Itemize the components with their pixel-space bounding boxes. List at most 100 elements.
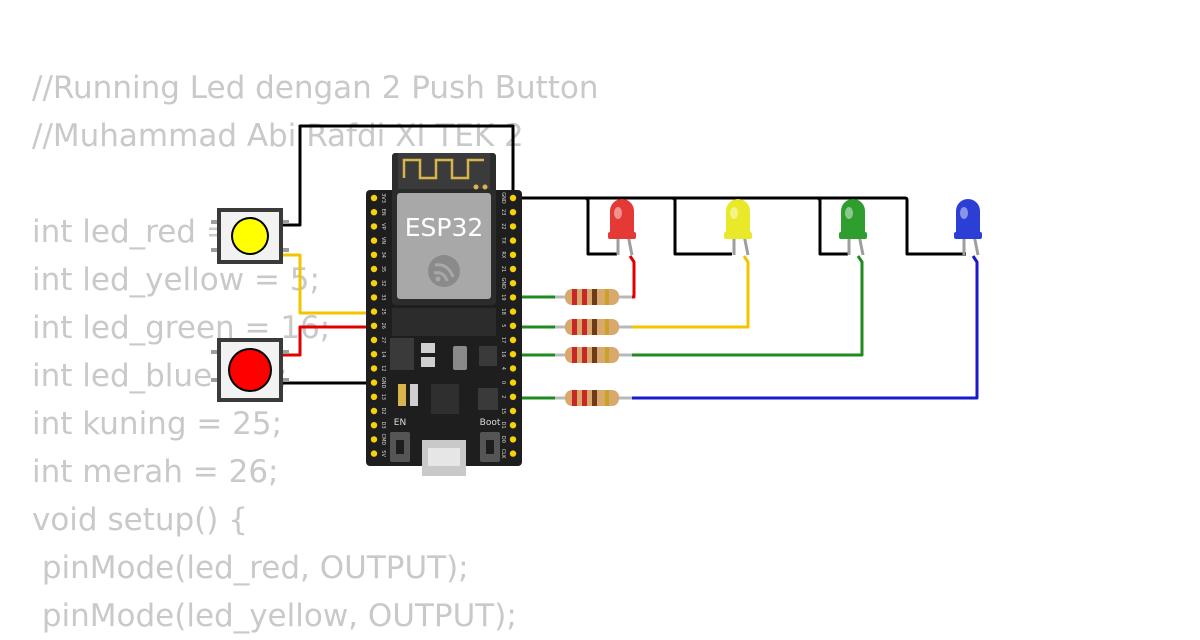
pin-hole[interactable] — [370, 280, 378, 287]
pin-hole[interactable] — [509, 365, 517, 372]
pin-hole[interactable] — [370, 223, 378, 230]
pin-hole[interactable] — [370, 365, 378, 372]
green-led-gnd — [816, 196, 848, 256]
pin-label: VN — [380, 237, 386, 244]
pin-hole[interactable] — [370, 322, 378, 329]
pin-hole[interactable] — [370, 237, 378, 244]
pin-label: 32 — [380, 280, 386, 286]
pin-hole[interactable] — [509, 294, 517, 301]
pin-label: RX — [500, 251, 506, 258]
leds — [608, 199, 982, 256]
pin-label: 0 — [500, 381, 506, 384]
red-push-button[interactable] — [211, 338, 289, 402]
resistor — [555, 390, 632, 406]
pin-hole[interactable] — [509, 308, 517, 315]
pin-label: 17 — [500, 337, 506, 343]
yellow-push-button[interactable] — [211, 208, 289, 264]
pin-label: VP — [380, 223, 386, 229]
pin-hole[interactable] — [509, 393, 517, 400]
pin-label: GND — [500, 277, 506, 289]
pin-label: GND — [500, 192, 506, 204]
code-line: //Running Led dengan 2 Push Button — [32, 70, 599, 106]
pin-hole[interactable] — [370, 379, 378, 386]
pin-hole[interactable] — [509, 223, 517, 230]
pin-hole[interactable] — [370, 450, 378, 457]
pin-hole[interactable] — [370, 194, 378, 202]
pin-hole[interactable] — [370, 351, 378, 358]
code-line: void setup() { — [32, 502, 248, 538]
pin-hole[interactable] — [370, 308, 378, 315]
esp32-label: ESP32 — [405, 213, 484, 242]
left-pin-header: 3V3ENVPVN343532332526271412GND13D2D3CMD5… — [370, 193, 386, 457]
pin-hole[interactable] — [370, 336, 378, 344]
pin-label: GND — [380, 377, 386, 389]
pin-label: 26 — [380, 323, 386, 329]
green-led — [839, 199, 867, 256]
pin-hole[interactable] — [509, 194, 517, 202]
pin-hole[interactable] — [509, 237, 517, 244]
pin-label: 22 — [500, 223, 506, 229]
green-led-wire — [630, 255, 864, 357]
code-line: pinMode(led_red, OUTPUT); — [32, 550, 469, 586]
code-line: int led_yellow = 5; — [32, 262, 320, 298]
pin-label: 3V3 — [380, 193, 386, 203]
blue-led — [954, 199, 982, 256]
pin-label: D0 — [500, 436, 506, 443]
pin-hole[interactable] — [370, 393, 378, 400]
yellow-led-gnd — [671, 196, 732, 256]
pin-label: EN — [380, 209, 386, 216]
pin-label: 4 — [500, 367, 506, 370]
pin-label: 21 — [500, 266, 506, 272]
pin-hole[interactable] — [509, 322, 517, 329]
espressif-logo-icon — [428, 255, 460, 287]
pin-hole[interactable] — [370, 251, 378, 258]
red-led-gnd — [584, 196, 617, 256]
led-gnd-rail — [513, 196, 966, 256]
pin-label: CMD — [380, 434, 386, 446]
pin-label: D3 — [380, 422, 386, 429]
pin-hole[interactable] — [509, 422, 517, 429]
resistor — [555, 347, 632, 363]
pin-hole[interactable] — [370, 209, 378, 216]
resistor — [555, 319, 632, 335]
pin-label: 34 — [380, 252, 386, 258]
pin-label: 25 — [380, 308, 386, 314]
resistor — [555, 289, 632, 305]
red-led — [608, 199, 636, 256]
pin-hole[interactable] — [509, 436, 517, 443]
pin-label: 35 — [380, 266, 386, 272]
pin-hole[interactable] — [370, 436, 378, 443]
pin-label: 19 — [500, 294, 506, 300]
pin-hole[interactable] — [509, 280, 517, 287]
pin-hole[interactable] — [509, 336, 517, 344]
pin-hole[interactable] — [509, 251, 517, 258]
pin-label: 14 — [380, 351, 386, 357]
pin-hole[interactable] — [509, 265, 517, 273]
pin-hole[interactable] — [370, 294, 378, 301]
pin-hole[interactable] — [509, 351, 517, 358]
module-pads — [392, 308, 496, 336]
red-button-wire — [283, 325, 374, 357]
red-led-wire — [628, 255, 636, 299]
pin-hole[interactable] — [370, 422, 378, 429]
en-button-label: EN — [394, 418, 406, 428]
blue-led-wire — [630, 255, 979, 400]
pin-label: 13 — [380, 394, 386, 400]
pin-hole[interactable] — [370, 407, 378, 415]
pin-hole[interactable] — [509, 407, 517, 415]
pin-hole[interactable] — [370, 265, 378, 273]
pin-label: 15 — [500, 408, 506, 414]
pin-hole[interactable] — [509, 450, 517, 457]
pin-label: 33 — [380, 294, 386, 300]
pin-label: TX — [500, 236, 506, 244]
boot-button-label: Boot — [480, 418, 501, 428]
pin-hole[interactable] — [509, 209, 517, 216]
code-line: pinMode(led_yellow, OUTPUT); — [32, 598, 517, 634]
pin-hole[interactable] — [509, 379, 517, 386]
esp32-shield — [397, 193, 491, 299]
pin-label: 16 — [500, 351, 506, 357]
